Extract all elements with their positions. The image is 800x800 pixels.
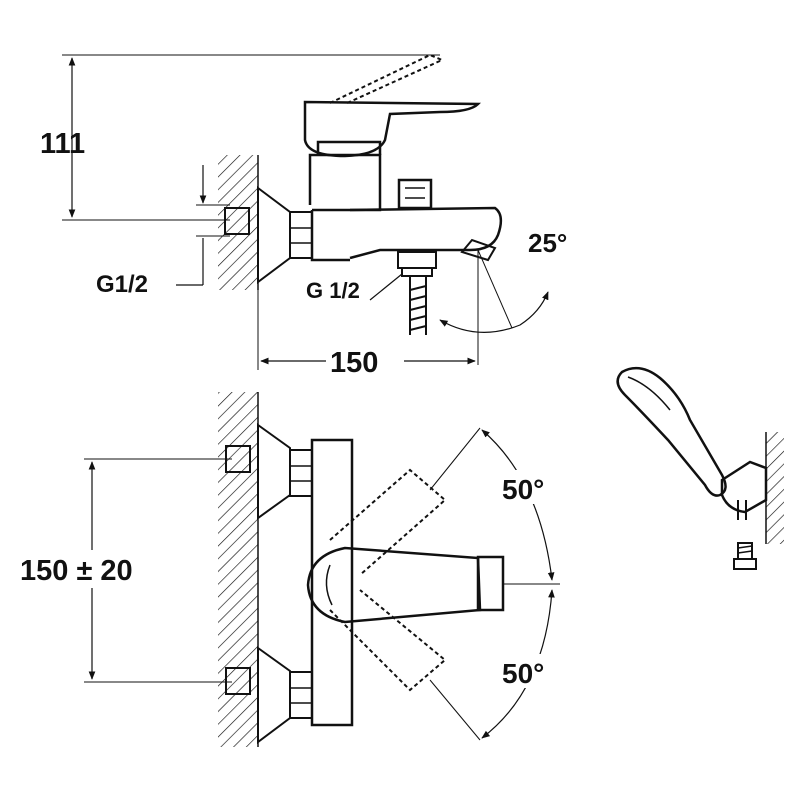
hand-shower-view	[616, 366, 784, 570]
dim-angle-arc-spout	[439, 291, 549, 333]
inlet-stub-lower	[225, 667, 251, 695]
inlet-stub-side	[224, 207, 250, 235]
dim-handle-angle-up-label: 50°	[502, 474, 544, 505]
hose-outlet-nut	[397, 251, 437, 269]
dim-spout-angle-label: 25°	[528, 228, 567, 258]
lever-tip-front	[476, 555, 505, 612]
lever-handle-side	[303, 100, 481, 158]
side-view: 111 G1/2 G 1/2 25° 150	[40, 53, 567, 379]
lever-down-dashed	[329, 589, 447, 692]
dim-height-label: 111	[40, 128, 85, 160]
mixer-body-front	[310, 438, 354, 727]
shower-holder	[720, 460, 768, 514]
nut-upper	[289, 449, 313, 497]
front-view: 50° 50° 150 ± 20	[18, 392, 560, 747]
dim-spacing-label: 150 ± 20	[20, 555, 133, 587]
nut-lower	[289, 671, 313, 719]
lever-up-dashed	[329, 468, 447, 576]
wall-hatch-shower	[766, 432, 784, 544]
wall-rosette-side	[257, 186, 291, 284]
cartridge-side	[316, 140, 382, 155]
union-nut-side	[289, 211, 313, 259]
rosette-upper	[257, 423, 291, 520]
dim-handle-angle-down-label: 50°	[502, 658, 544, 689]
hose-side	[409, 276, 427, 335]
mixer-body-side	[308, 153, 382, 262]
aerator-side	[460, 238, 497, 262]
diverter-knob-side	[397, 178, 433, 210]
dim-outlet-thread-label: G 1/2	[306, 278, 360, 303]
spout-side	[349, 206, 503, 260]
rosette-lower	[257, 646, 291, 744]
lever-raised-dashed	[329, 53, 445, 105]
lever-handle-front	[306, 546, 482, 624]
dim-depth-label: 150	[330, 347, 378, 379]
wall-hatch-front	[218, 392, 258, 747]
dim-inlet-thread-label: G1/2	[96, 271, 148, 298]
shower-head	[616, 366, 727, 497]
